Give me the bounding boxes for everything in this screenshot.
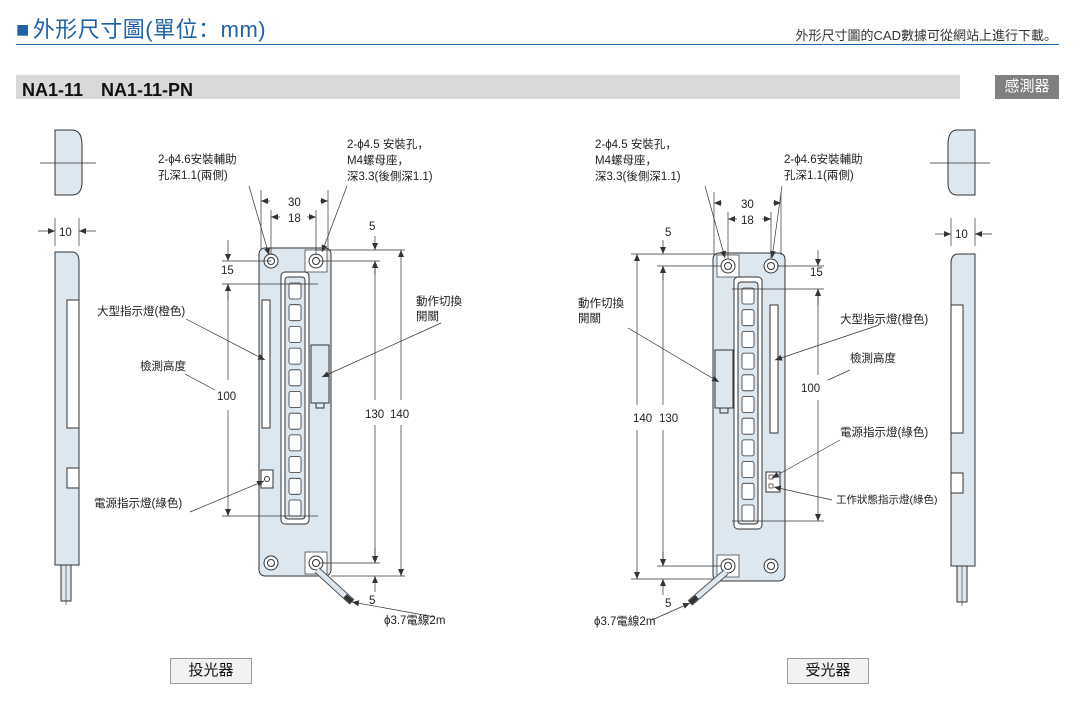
led-element (288, 434, 302, 452)
emitter-mount-holes-label-2: M4螺母座， (347, 153, 409, 167)
led-element (741, 504, 755, 522)
receiver-cable-label: ϕ3.7電線2m (594, 614, 655, 628)
led-element (741, 461, 755, 479)
emitter-aux-holes-label-1: 2-ϕ4.6安裝輔助 (158, 152, 237, 166)
led-element (741, 439, 755, 457)
receiver-mount-holes-label-1: 2-ϕ4.5 安裝孔， (595, 137, 677, 151)
emitter-drawing (38, 129, 442, 618)
receiver-op-switch-label-1: 動作切換 (578, 296, 624, 310)
emitter-leaders (184, 185, 442, 618)
led-element (741, 352, 755, 370)
emitter-power-indicator-label: 電源指示燈(綠色) (94, 496, 182, 510)
emitter-side-view (38, 218, 96, 605)
title-square-icon: ■ (16, 17, 30, 42)
receiver-dim-offset-5-top: 5 (665, 227, 671, 239)
led-element (288, 369, 302, 387)
receiver-dim-height-140: 140 (633, 413, 652, 425)
receiver-dim-width-18: 18 (741, 215, 754, 227)
led-element (288, 412, 302, 430)
led-element (741, 287, 755, 305)
header-divider (16, 44, 1059, 45)
led-element (288, 456, 302, 474)
emitter-dim-offset-15: 15 (221, 265, 234, 277)
category-badge: 感測器 (995, 75, 1059, 99)
emitter-big-indicator-label: 大型指示燈(橙色) (97, 304, 185, 318)
receiver-dim-height-100: 100 (801, 383, 820, 395)
led-element (741, 417, 755, 435)
receiver-mount-holes-label-2: M4螺母座， (595, 153, 657, 167)
emitter-dimensions (222, 190, 405, 592)
receiver-status-indicator-label: 工作狀態指示燈(綠色) (836, 493, 938, 506)
emitter-caption: 投光器 (170, 658, 252, 684)
receiver-mount-holes-label-3: 深3.3(後側深1.1) (595, 169, 681, 183)
led-element (288, 347, 302, 365)
led-element (288, 282, 302, 300)
emitter-detect-height-label: 檢測高度 (140, 359, 186, 373)
led-element (288, 391, 302, 408)
receiver-dim-offset-15: 15 (810, 267, 823, 279)
page-title: ■外形尺寸圖(單位：mm) (16, 12, 266, 44)
receiver-led-array (741, 287, 755, 522)
receiver-side-view (935, 218, 992, 606)
receiver-caption: 受光器 (787, 658, 869, 684)
emitter-led-array (288, 282, 302, 517)
emitter-aux-holes-label-2: 孔深1.1(兩側) (158, 168, 228, 182)
receiver-text: 2-ϕ4.5 安裝孔， M4螺母座， 深3.3(後側深1.1) 2-ϕ4.6安裝… (578, 137, 968, 628)
receiver-dim-height-130: 130 (659, 413, 678, 425)
led-element (741, 309, 755, 327)
emitter-dim-offset-5-bottom: 5 (369, 595, 375, 607)
receiver-power-indicator-label: 電源指示燈(綠色) (840, 425, 928, 439)
receiver-dim-width-30: 30 (741, 199, 754, 211)
model-title: NA1-11 NA1-11-PN (22, 80, 194, 100)
emitter-mount-holes-label-3: 深3.3(後側深1.1) (347, 169, 433, 183)
led-element (741, 482, 755, 500)
receiver-dim-side-width: 10 (955, 229, 968, 241)
receiver-aux-holes-label-2: 孔深1.1(兩側) (784, 168, 854, 182)
led-element (288, 477, 302, 495)
emitter-mount-holes-label-1: 2-ϕ4.5 安裝孔， (347, 137, 429, 151)
emitter-dim-offset-5-top: 5 (369, 221, 375, 233)
receiver-detect-height-label: 檢測高度 (850, 351, 896, 365)
receiver-front-view (687, 252, 786, 606)
emitter-dim-height-100: 100 (217, 391, 236, 403)
led-element (288, 304, 302, 322)
model-bar (16, 75, 960, 99)
emitter-dim-side-width: 10 (59, 227, 72, 239)
cad-download-note: 外形尺寸圖的CAD數據可從網站上進行下載。 (795, 28, 1057, 43)
led-element (741, 374, 755, 392)
emitter-dim-width-18: 18 (288, 213, 301, 225)
receiver-leaders (627, 185, 880, 621)
receiver-big-indicator-label: 大型指示燈(橙色) (840, 312, 928, 326)
led-element (288, 325, 302, 343)
emitter-dim-height-130: 130 (365, 409, 384, 421)
emitter-dim-height-140: 140 (390, 409, 409, 421)
emitter-dim-width-30: 30 (288, 197, 301, 209)
receiver-dimensions (631, 192, 824, 595)
emitter-text: 2-ϕ4.6安裝輔助 孔深1.1(兩側) 2-ϕ4.5 安裝孔， M4螺母座， … (59, 137, 462, 627)
receiver-dim-offset-5-bottom: 5 (665, 598, 671, 610)
emitter-op-switch-label-2: 開關 (416, 310, 439, 323)
page-title-text: 外形尺寸圖(單位：mm) (32, 17, 267, 42)
receiver-op-switch-label-2: 開關 (578, 312, 601, 325)
receiver-top-view (930, 129, 990, 196)
led-element (741, 330, 755, 348)
led-element (741, 396, 755, 413)
emitter-cable-label: ϕ3.7電線2m (384, 613, 445, 627)
emitter-op-switch-label-1: 動作切換 (416, 294, 462, 308)
emitter-front-view (258, 247, 355, 605)
emitter-top-view (40, 129, 96, 196)
receiver-drawing (627, 129, 992, 621)
led-element (288, 499, 302, 517)
receiver-aux-holes-label-1: 2-ϕ4.6安裝輔助 (784, 152, 863, 166)
